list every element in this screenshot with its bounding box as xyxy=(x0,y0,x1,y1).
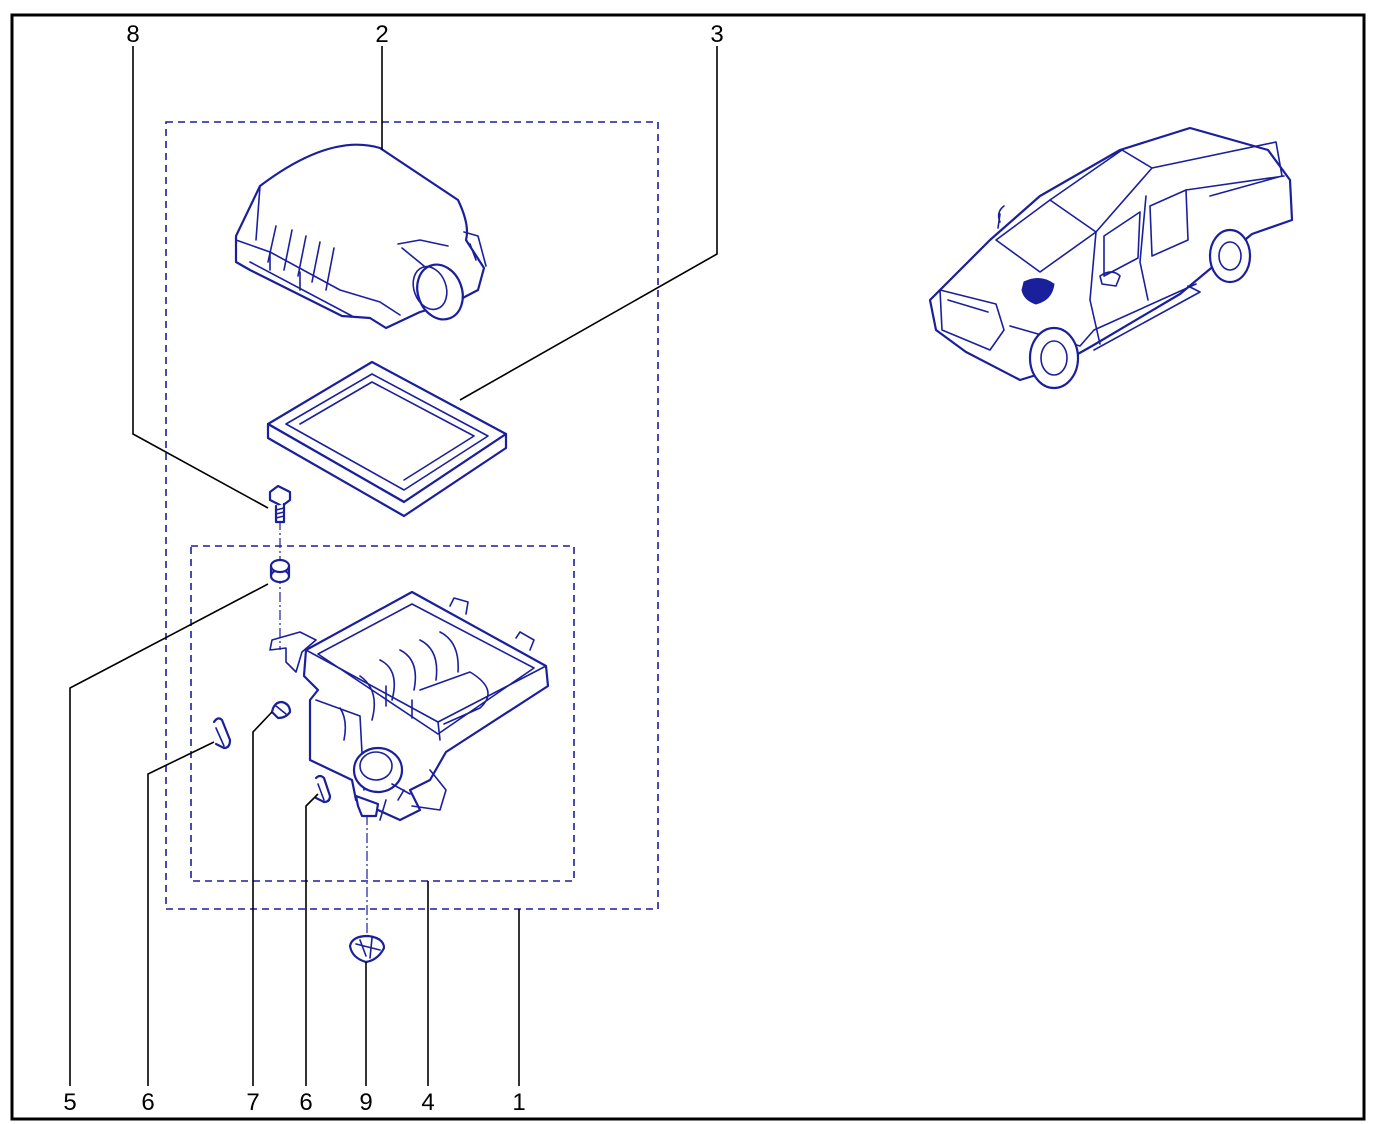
leader-8 xyxy=(132,46,269,509)
air-cleaner-cover xyxy=(234,143,487,330)
leader-7 xyxy=(252,711,273,1086)
clip-grommet xyxy=(270,700,292,720)
leader-3 xyxy=(459,46,718,401)
line-art xyxy=(165,121,1294,964)
air-cleaner-lower-case xyxy=(269,590,550,822)
air-filter-element xyxy=(266,360,508,518)
callout-5: 5 xyxy=(63,1089,76,1116)
grommet xyxy=(269,558,291,584)
callout-8: 8 xyxy=(126,21,139,48)
callout-7: 7 xyxy=(246,1089,259,1116)
callout-2: 2 xyxy=(375,21,388,48)
mounting-insulator xyxy=(348,934,386,964)
callout-labels: 8 2 3 5 6 7 6 9 4 1 xyxy=(63,21,723,1116)
part-location-marker xyxy=(1021,278,1055,305)
leader-lines xyxy=(69,46,718,1086)
callout-4: 4 xyxy=(421,1089,434,1116)
vehicle-location-view xyxy=(928,126,1294,390)
callout-1: 1 xyxy=(512,1089,525,1116)
leader-5 xyxy=(69,583,269,1086)
callout-9: 9 xyxy=(359,1089,372,1116)
callout-6a: 6 xyxy=(141,1089,154,1116)
leader-6a xyxy=(147,741,215,1086)
clip-right xyxy=(314,774,332,804)
callout-6b: 6 xyxy=(299,1089,312,1116)
assembly-box-outer xyxy=(165,121,659,910)
clip-left xyxy=(212,717,232,750)
bolt xyxy=(268,484,292,524)
callout-3: 3 xyxy=(710,21,723,48)
leader-6b xyxy=(305,793,319,1086)
